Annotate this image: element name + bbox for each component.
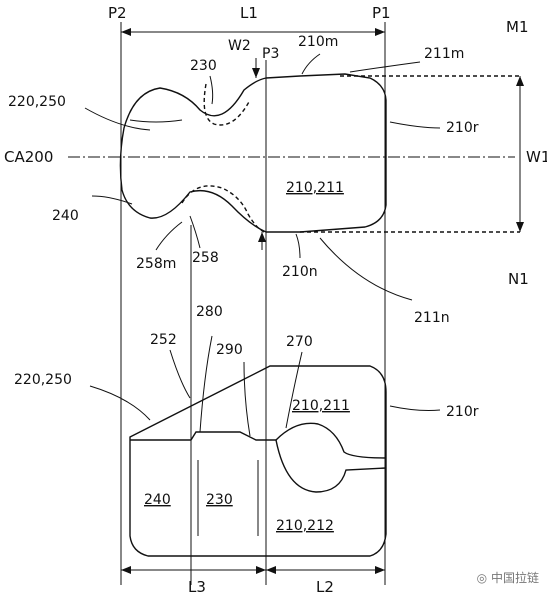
label-l2: L2 (316, 578, 334, 596)
leader-210r-bot (389, 405, 441, 411)
label-ca200: CA200 (4, 148, 53, 166)
label-211m: 211m (424, 46, 464, 62)
label-n1: N1 (508, 270, 529, 288)
l1-arrow-right (375, 28, 385, 36)
leader-211n (319, 237, 413, 301)
label-210m: 210m (298, 34, 338, 50)
l3-arrow-left (121, 566, 131, 574)
watermark-text: 中国拉链 (490, 571, 539, 585)
l1-arrow-left (121, 28, 131, 36)
l2-arrow-right (375, 566, 385, 574)
leader-230-top (209, 75, 214, 105)
leader-220-250-top (84, 107, 151, 131)
leader-252 (169, 349, 191, 399)
leader-290 (243, 361, 251, 437)
p3-lower-arrow (258, 232, 266, 242)
l3-arrow-right (256, 566, 266, 574)
leader-210m (301, 53, 321, 75)
label-210-211-bot: 210,211 (292, 398, 350, 414)
label-220-250-top: 220,250 (8, 94, 66, 110)
label-220-250-bot: 220,250 (14, 372, 72, 388)
label-p1: P1 (372, 4, 391, 22)
label-l3: L3 (188, 578, 206, 596)
label-258m: 258m (136, 256, 176, 272)
label-290: 290 (216, 342, 243, 358)
label-w2: W2 (228, 38, 251, 54)
label-240-bot: 240 (144, 492, 171, 508)
label-280: 280 (196, 304, 223, 320)
leader-270 (285, 351, 303, 429)
label-p3: P3 (262, 46, 279, 62)
label-230-top: 230 (190, 58, 217, 74)
w1-arrow-bottom (516, 222, 524, 232)
label-210r-bot: 210r (446, 404, 479, 420)
bottom-body-outline (129, 365, 387, 557)
label-230-bot: 230 (206, 492, 233, 508)
wechat-icon: ◎ (476, 571, 488, 585)
label-210-212: 210,212 (276, 518, 334, 534)
leader-210r-top (389, 121, 441, 129)
label-210r-top: 210r (446, 120, 479, 136)
leader-258m (155, 221, 183, 251)
top-230-dashed-upper (203, 83, 251, 126)
leader-210n (295, 233, 301, 259)
leader-220-250-bot (89, 385, 151, 421)
watermark: ◎ 中国拉链 (477, 569, 539, 586)
w1-arrow-top (516, 76, 524, 86)
label-210-211-top: 210,211 (286, 180, 344, 196)
leader-240-top (91, 195, 133, 205)
label-211n: 211n (414, 310, 450, 326)
label-240-top: 240 (52, 208, 79, 224)
label-m1: M1 (506, 18, 529, 36)
label-258: 258 (192, 250, 219, 266)
label-l1: L1 (240, 4, 258, 22)
label-252: 252 (150, 332, 177, 348)
leader-211m (349, 61, 421, 73)
label-p2: P2 (108, 4, 127, 22)
label-w1: W1 (526, 148, 547, 166)
top-230-dashed-lower (181, 185, 265, 233)
leader-280 (199, 335, 213, 433)
bottom-270-bulb (275, 422, 387, 459)
leader-258 (189, 215, 201, 249)
bottom-270-bulb-lower (275, 439, 387, 493)
l2-arrow-left (266, 566, 276, 574)
top-258-boundary (129, 119, 183, 123)
label-210n: 210n (282, 264, 318, 280)
top-head-outline (119, 73, 387, 233)
w2-arrow (252, 68, 260, 78)
label-270: 270 (286, 334, 313, 350)
bottom-step-line (130, 431, 276, 441)
